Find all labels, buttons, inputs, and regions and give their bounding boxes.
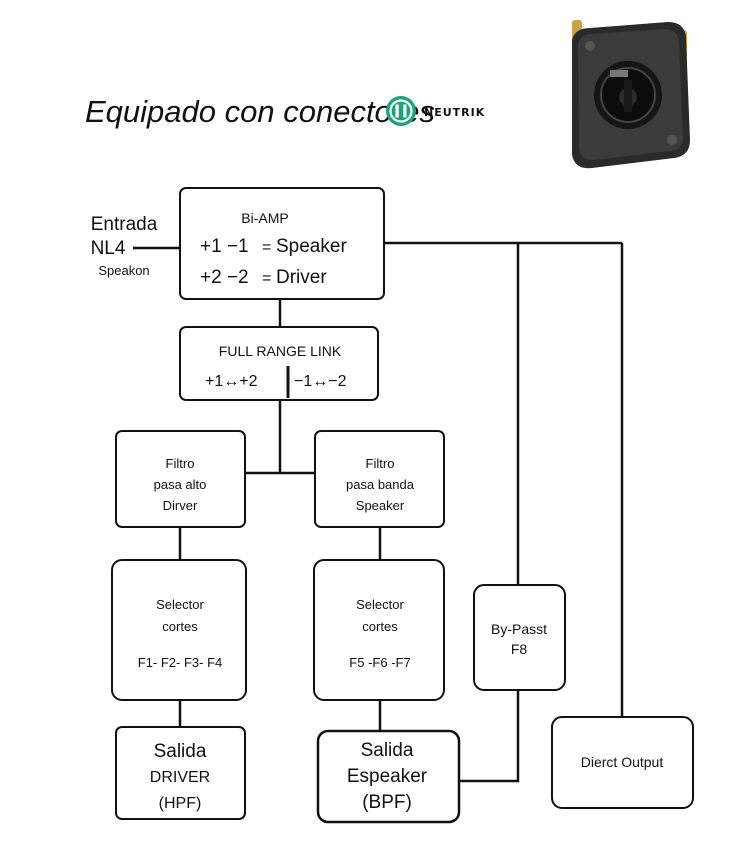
speakon-connector-icon — [572, 20, 690, 169]
svg-text:Salida: Salida — [361, 740, 414, 761]
full-range-link-block: FULL RANGE LINK +1↔+2 −1↔−2 — [179, 326, 379, 401]
bypass-block: By-Passt F8 — [473, 584, 566, 691]
speaker-output-block: Salida Espeaker (BPF) — [316, 729, 461, 824]
biamp-block: Bi-AMP +1 −1 = Speaker +2 −2 = Driver — [179, 187, 385, 300]
svg-text:(BPF): (BPF) — [362, 792, 412, 813]
direct-output-block: Dierct Output — [551, 716, 694, 809]
biamp-line1-pins: +1 −1 — [200, 236, 249, 257]
link-right: −1↔−2 — [294, 373, 347, 390]
svg-text:Dirver: Dirver — [163, 498, 198, 513]
biamp-line2-pins: +2 −2 — [200, 267, 249, 288]
brand-name: NEUTRIK — [424, 106, 485, 119]
neutrik-logo-icon — [386, 96, 416, 126]
svg-text:Espeaker: Espeaker — [347, 766, 428, 787]
svg-text:F1- F2- F3- F4: F1- F2- F3- F4 — [138, 655, 223, 670]
svg-text:Speaker: Speaker — [356, 498, 405, 513]
link-title: FULL RANGE LINK — [219, 343, 342, 359]
svg-text:F8: F8 — [511, 641, 528, 657]
header-title: Equipado con conectores — [85, 94, 435, 129]
svg-text:(HPF): (HPF) — [159, 795, 202, 812]
svg-text:cortes: cortes — [362, 619, 398, 634]
biamp-line1-eq: = — [262, 239, 271, 256]
biamp-title: Bi-AMP — [241, 210, 288, 226]
biamp-line1-name: Speaker — [276, 236, 347, 257]
svg-text:pasa alto: pasa alto — [154, 477, 207, 492]
selector-left-block: Selector cortes F1- F2- F3- F4 — [111, 559, 247, 701]
svg-text:DRIVER: DRIVER — [150, 769, 210, 786]
connection-lines — [133, 241, 624, 783]
hpf-filter-block: Filtro pasa alto Dirver — [115, 430, 246, 528]
link-left: +1↔+2 — [205, 373, 258, 390]
svg-text:Selector: Selector — [156, 597, 204, 612]
input-speakon: Speakon — [98, 263, 149, 278]
input-label: Entrada NL4 Speakon — [91, 214, 158, 278]
svg-text:Dierct Output: Dierct Output — [581, 754, 664, 770]
biamp-line2-name: Driver — [276, 267, 327, 288]
svg-text:Filtro: Filtro — [366, 456, 395, 471]
svg-text:Filtro: Filtro — [166, 456, 195, 471]
biamp-line2-eq: = — [262, 270, 271, 287]
svg-text:F5 -F6 -F7: F5 -F6 -F7 — [349, 655, 410, 670]
svg-text:Salida: Salida — [154, 741, 207, 762]
driver-output-block: Salida DRIVER (HPF) — [115, 726, 246, 820]
selector-right-block: Selector cortes F5 -F6 -F7 — [313, 559, 445, 701]
bpf-filter-block: Filtro pasa banda Speaker — [314, 430, 445, 528]
input-nl4: NL4 — [91, 238, 126, 259]
svg-text:Selector: Selector — [356, 597, 404, 612]
input-entrada: Entrada — [91, 214, 158, 235]
svg-text:pasa banda: pasa banda — [346, 477, 415, 492]
svg-text:By-Passt: By-Passt — [491, 621, 547, 637]
svg-text:cortes: cortes — [162, 619, 198, 634]
